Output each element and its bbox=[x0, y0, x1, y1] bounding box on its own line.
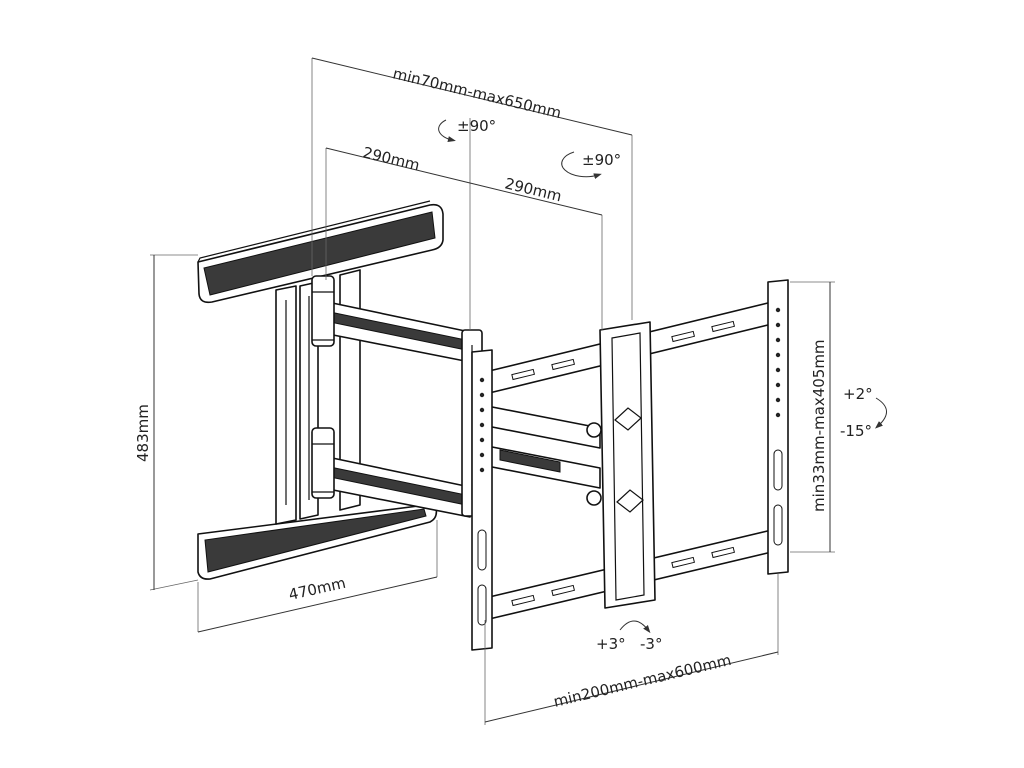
label-tilt-up: +2° bbox=[843, 385, 873, 403]
label-swivel-2: ±90° bbox=[582, 151, 621, 169]
wall-plate bbox=[197, 200, 444, 580]
label-arm-segment-1: 290mm bbox=[361, 143, 421, 174]
label-level-plus: +3° bbox=[596, 635, 626, 653]
vesa-bracket bbox=[471, 279, 789, 651]
label-arm-extension: min70mm-max650mm bbox=[391, 64, 563, 122]
label-vertical-range: min33mm-max405mm bbox=[810, 339, 828, 512]
label-swivel-1: ±90° bbox=[457, 117, 496, 135]
label-height: 483mm bbox=[134, 404, 152, 462]
label-arm-segment-2: 290mm bbox=[503, 174, 563, 205]
label-level-minus: -3° bbox=[640, 635, 662, 653]
label-horizontal-range: min200mm-max600mm bbox=[552, 651, 733, 711]
label-tilt-down: -15° bbox=[840, 422, 872, 440]
dimension-lines bbox=[149, 57, 887, 725]
